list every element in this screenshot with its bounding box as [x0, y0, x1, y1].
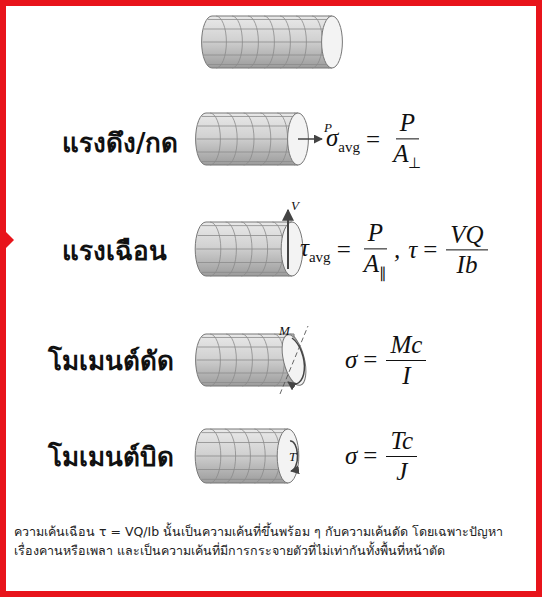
stress-formula: τavg = PA∥, τ = VQIb — [300, 219, 491, 280]
grid-line — [198, 152, 298, 153]
shaft-end-face — [322, 16, 343, 68]
grid-line — [216, 16, 226, 68]
force-arrow — [298, 138, 322, 140]
red-frame — [3, 3, 539, 594]
shaft-end-face — [277, 429, 299, 483]
grid-line — [197, 139, 298, 140]
load-symbol: T — [289, 449, 296, 465]
caption: ความเค้นเฉือน τ = VQ/Ib นั้นเป็นความเค้น… — [14, 522, 528, 561]
shaft-body — [195, 429, 288, 483]
grid-line — [244, 113, 254, 165]
shaft-cylinder — [196, 113, 309, 165]
grid-line — [198, 373, 294, 374]
shaft-body — [202, 16, 332, 68]
grid-line — [197, 360, 294, 361]
load-type-label: โมเมนต์บิด — [48, 436, 174, 477]
shaft-cylinder — [196, 332, 311, 387]
grid-line — [257, 222, 268, 276]
grid-line — [248, 16, 258, 68]
red-pointer — [0, 226, 14, 254]
load-symbol: V — [291, 198, 299, 214]
load-type-label: แรงดึง/กด — [62, 122, 179, 163]
grid-line — [198, 469, 288, 470]
shaft-body — [195, 222, 292, 276]
grid-line — [198, 262, 292, 263]
shaft-body — [196, 334, 294, 386]
grid-line — [264, 16, 274, 68]
load-type-label: แรงเฉือน — [62, 230, 167, 271]
grid-line — [241, 222, 252, 276]
grid-line — [254, 429, 265, 483]
grid-line — [204, 29, 332, 30]
grid-line — [198, 347, 294, 348]
torque-arrow — [290, 441, 298, 471]
shaft-cylinder — [195, 222, 303, 276]
grid-line — [260, 113, 270, 165]
grid-line — [226, 222, 237, 276]
grid-line — [204, 55, 332, 56]
shaft-body — [196, 113, 298, 165]
grid-line — [280, 16, 290, 68]
grid-line — [210, 113, 220, 165]
moment-arrow — [288, 338, 304, 384]
grid-line — [232, 16, 242, 68]
grid-line — [210, 429, 221, 483]
grid-line — [196, 249, 292, 250]
stress-formula: σavg = PA⊥ — [326, 109, 428, 170]
grid-line — [198, 235, 292, 236]
grid-line — [202, 161, 298, 162]
grid-line — [258, 334, 268, 386]
grid-line — [312, 16, 322, 68]
shear-arrow — [287, 210, 289, 269]
grid-line — [227, 113, 237, 165]
grid-line — [203, 42, 332, 43]
grid-line — [242, 334, 252, 386]
shaft-cylinder — [195, 429, 299, 483]
grid-line — [277, 113, 287, 165]
load-type-label: โมเมนต์ดัด — [48, 340, 174, 381]
grid-line — [210, 334, 220, 386]
grid-line — [198, 126, 298, 127]
grid-line — [210, 222, 221, 276]
grid-line — [196, 456, 288, 457]
grid-line — [296, 16, 306, 68]
stress-formula: σ = McI — [345, 331, 429, 389]
stress-formula: σ = TcJ — [345, 427, 420, 485]
grid-line — [226, 334, 236, 386]
grid-line — [225, 429, 236, 483]
grid-line — [202, 116, 298, 117]
grid-line — [198, 442, 288, 443]
grid-line — [240, 429, 251, 483]
load-symbol: M — [279, 323, 290, 339]
shaft-end-face — [281, 222, 303, 276]
shaft-cylinder — [202, 16, 343, 68]
